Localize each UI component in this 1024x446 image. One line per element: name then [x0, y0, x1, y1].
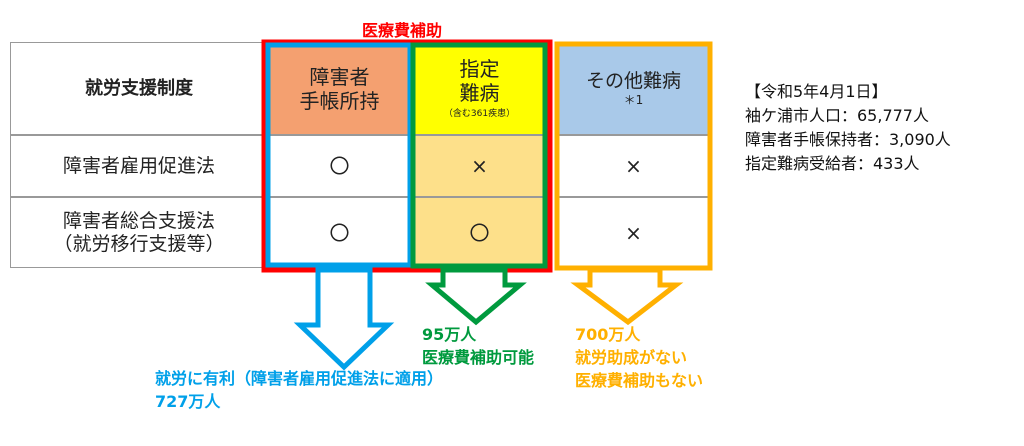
green-arrow: [425, 267, 527, 326]
row-label-comprehensive-support: 障害者総合支援法 （就労移行支援等）: [10, 197, 268, 268]
orange-arrow: [570, 267, 684, 326]
statistics-info: 【令和5年4月1日】 袖ケ浦市人口：65,777人 障害者手帳保持者：3,090…: [745, 80, 951, 176]
header-designated-disease: 指定 難病 （含む361疾患）: [411, 42, 548, 135]
info-designated-disease-recipients: 指定難病受給者：433人: [745, 154, 920, 173]
cell-r1-c2: ×: [411, 135, 548, 197]
info-date: 【令和5年4月1日】: [745, 82, 888, 101]
header-designated-disease-sub: （含む361疾患）: [443, 109, 516, 120]
header-designated-disease-label: 指定 難病: [459, 57, 500, 106]
green-frame: [410, 42, 548, 269]
orange-frame: [554, 41, 713, 271]
blue-outcome-line2: 727万人: [155, 392, 221, 411]
orange-outcome-line2: 就労助成がない: [575, 348, 688, 367]
green-outcome: 95万人 医療費補助可能: [422, 323, 534, 369]
red-frame: [261, 39, 553, 273]
header-other-disease-sub: ＊1: [623, 92, 644, 107]
header-disability-card: 障害者 手帳所持: [268, 42, 411, 135]
info-disability-card-holders: 障害者手帳保持者：3,090人: [745, 130, 951, 149]
green-outcome-line2: 医療費補助可能: [422, 348, 535, 367]
blue-outcome-line1: 就労に有利（障害者雇用促進法に適用）: [155, 369, 444, 388]
blue-frame: [265, 42, 413, 268]
info-population: 袖ケ浦市人口：65,777人: [745, 106, 929, 125]
green-outcome-line1: 95万人: [422, 325, 477, 344]
blue-arrow: [293, 267, 395, 371]
orange-outcome-line1: 700万人: [575, 325, 641, 344]
blue-outcome: 就労に有利（障害者雇用促進法に適用） 727万人: [155, 367, 443, 413]
header-other-disease-label: その他難病: [585, 69, 681, 92]
medical-subsidy-title: 医療費補助: [362, 21, 443, 40]
orange-outcome-line3: 医療費補助もない: [575, 371, 704, 390]
orange-outcome: 700万人 就労助成がない 医療費補助もない: [575, 323, 703, 392]
